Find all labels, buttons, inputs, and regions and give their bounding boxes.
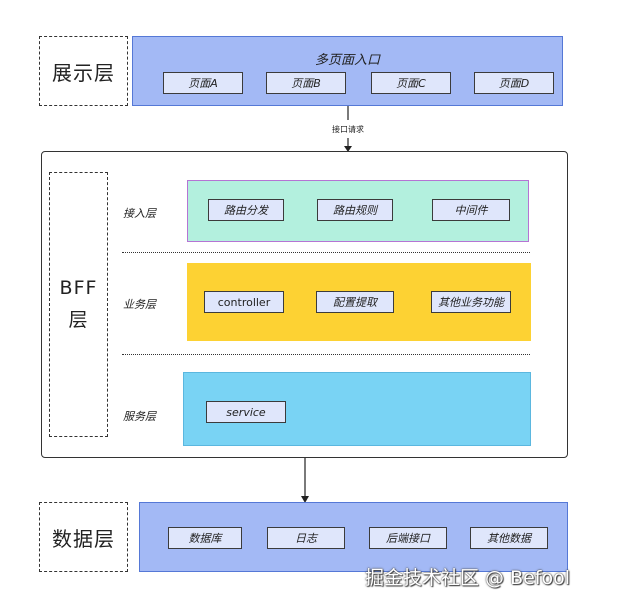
middleware-chip[interactable]: 中间件 [432, 199, 510, 221]
database-chip[interactable]: 数据库 [168, 527, 242, 549]
bff-layer-label: BFF 层 [49, 172, 108, 437]
logs-chip[interactable]: 日志 [267, 527, 345, 549]
other-data-chip[interactable]: 其他数据 [470, 527, 548, 549]
connector-label: 接口请求 [332, 125, 364, 134]
page-b-chip[interactable]: 页面B [266, 72, 346, 94]
service-band: service [183, 372, 531, 446]
data-panel: 数据库 日志 后端接口 其他数据 [139, 502, 568, 572]
controller-chip[interactable]: controller [204, 291, 284, 313]
watermark: 掘金技术社区 @ Befool [365, 567, 571, 589]
page-a-chip[interactable]: 页面A [163, 72, 243, 94]
presentation-panel: 多页面入口 页面A 页面B 页面C 页面D [132, 36, 563, 106]
business-band: controller 配置提取 其他业务功能 [187, 263, 531, 341]
presentation-title: 多页面入口 [314, 53, 380, 68]
bff-label-line1: BFF [59, 277, 98, 299]
presentation-layer-label-text: 展示层 [52, 60, 115, 85]
divider-business-service [122, 354, 530, 355]
business-layer-label: 业务层 [123, 298, 156, 311]
route-rules-chip[interactable]: 路由规则 [317, 199, 393, 221]
other-business-chip[interactable]: 其他业务功能 [431, 291, 511, 313]
divider-access-business [122, 252, 530, 253]
page-c-chip[interactable]: 页面C [371, 72, 451, 94]
bff-label-line2: 层 [68, 309, 89, 331]
route-dispatch-chip[interactable]: 路由分发 [208, 199, 284, 221]
service-chip[interactable]: service [206, 401, 286, 423]
backend-api-chip[interactable]: 后端接口 [369, 527, 447, 549]
data-layer-label: 数据层 [39, 502, 128, 572]
bff-to-data-arrowhead [301, 496, 309, 503]
access-layer-label: 接入层 [123, 207, 156, 220]
config-extract-chip[interactable]: 配置提取 [316, 291, 394, 313]
page-d-chip[interactable]: 页面D [474, 72, 554, 94]
data-layer-label-text: 数据层 [52, 526, 115, 551]
presentation-layer-label: 展示层 [39, 36, 128, 106]
connector-arrowhead [344, 146, 352, 152]
access-band: 路由分发 路由规则 中间件 [187, 180, 529, 242]
service-layer-label: 服务层 [123, 410, 156, 423]
